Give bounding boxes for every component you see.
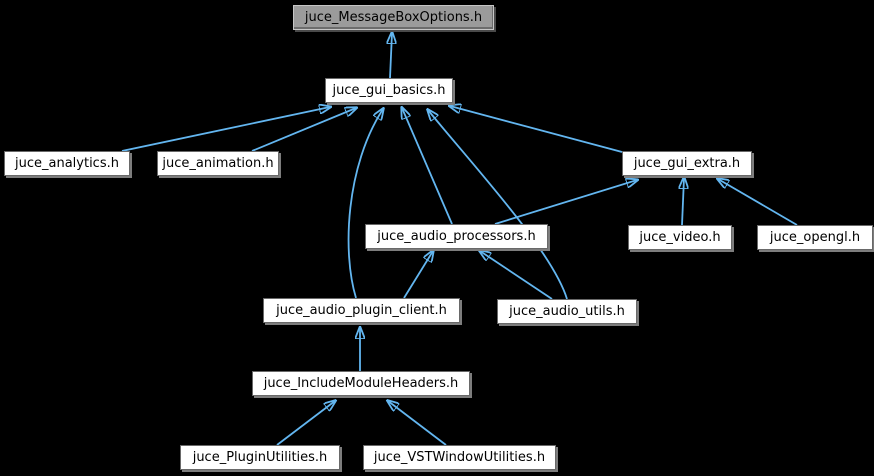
edge-juce-audio-utils-to-juce-audio-processors <box>480 251 553 300</box>
node-juce-includemoduleheaders-h[interactable]: juce_IncludeModuleHeaders.h <box>252 371 470 396</box>
edge-juce-audio-plugin-client-to-juce-audio-processors <box>403 251 433 299</box>
node-juce-vstwindowutilities-h[interactable]: juce_VSTWindowUtilities.h <box>363 445 556 470</box>
edge-juce-audio-plugin-client-to-juce-gui-basics <box>347 109 383 299</box>
edge-juce-analytics-to-juce-gui-basics <box>121 107 330 152</box>
node-juce-animation-h[interactable]: juce_animation.h <box>157 151 279 176</box>
edge-juce-gui-extra-to-juce-gui-basics <box>450 106 623 153</box>
edge-juce-animation-to-juce-gui-basics <box>251 108 356 152</box>
edge-juce-audio-utils-to-juce-gui-basics <box>428 110 568 300</box>
node-juce-audio-utils-h[interactable]: juce_audio_utils.h <box>497 299 637 324</box>
edge-juce-pluginutilities-to-juce-includemoduleheaders <box>276 401 335 446</box>
node-juce-messageboxoptions-h: juce_MessageBoxOptions.h <box>293 5 494 30</box>
edge-juce-vstwindowutilities-to-juce-includemoduleheaders <box>388 401 447 446</box>
node-juce-audio-processors-h[interactable]: juce_audio_processors.h <box>365 224 548 249</box>
node-juce-pluginutilities-h[interactable]: juce_PluginUtilities.h <box>180 445 340 470</box>
node-juce-analytics-h[interactable]: juce_analytics.h <box>4 151 130 176</box>
node-juce-gui-extra-h[interactable]: juce_gui_extra.h <box>622 151 752 176</box>
node-juce-audio-plugin-client-h[interactable]: juce_audio_plugin_client.h <box>263 298 460 323</box>
edge-juce-opengl-to-juce-gui-extra <box>718 179 798 226</box>
node-juce-gui-basics-h[interactable]: juce_gui_basics.h <box>325 78 453 103</box>
edge-juce-audio-processors-to-juce-gui-extra <box>494 180 637 225</box>
node-juce-video-h[interactable]: juce_video.h <box>628 225 732 250</box>
edge-juce-gui-basics-to-juce-messageboxoptions <box>390 33 392 79</box>
edge-juce-audio-processors-to-juce-gui-basics <box>402 108 453 225</box>
node-juce-opengl-h[interactable]: juce_opengl.h <box>757 225 873 250</box>
edge-juce-video-to-juce-gui-extra <box>682 178 684 226</box>
